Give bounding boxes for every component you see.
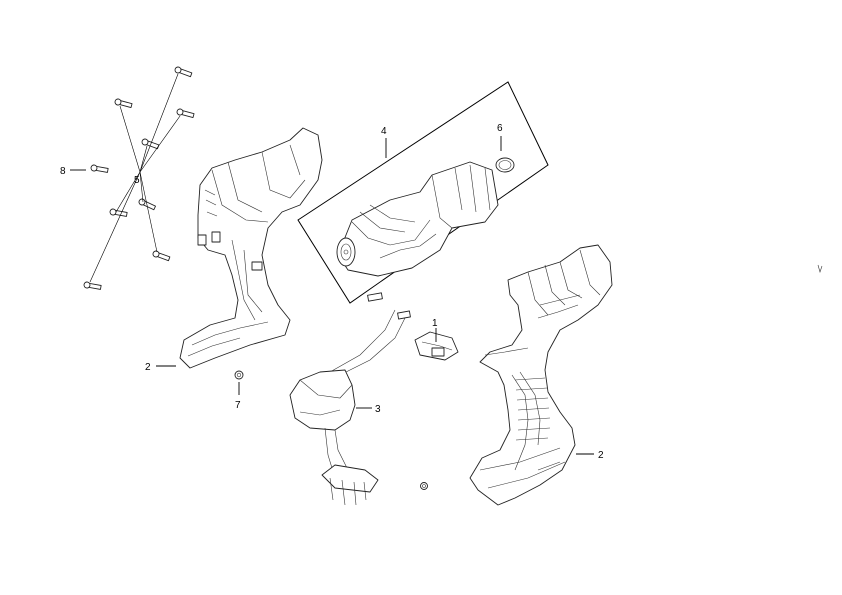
callout-1: 1 <box>432 318 438 329</box>
callout-5-leaders <box>89 73 181 283</box>
callout-5: 5 <box>134 175 140 186</box>
o-ring <box>495 157 515 173</box>
right-housing-half <box>469 244 613 506</box>
callout-7: 7 <box>235 400 241 411</box>
callout-2-right: 2 <box>598 450 604 461</box>
small-nut <box>420 482 428 490</box>
screw <box>109 208 128 217</box>
screw <box>90 164 109 173</box>
callout-8: 8 <box>60 166 66 177</box>
left-housing-half <box>179 127 323 369</box>
screw <box>176 108 195 119</box>
stray-mark <box>817 264 823 274</box>
callout-2-left: 2 <box>145 362 151 373</box>
nut <box>234 370 244 380</box>
screw-group <box>83 66 195 290</box>
motor-assembly-box <box>297 81 549 304</box>
screw <box>114 98 133 109</box>
switch-assembly <box>289 292 411 506</box>
callout-6: 6 <box>497 123 503 134</box>
screw <box>83 281 102 290</box>
screw <box>141 138 160 150</box>
callout-labels: 8 5 4 6 1 2 7 3 2 <box>60 123 604 461</box>
motor-assembly <box>336 161 499 277</box>
screw <box>138 198 156 211</box>
direction-button <box>414 331 459 361</box>
callout-4: 4 <box>381 126 387 137</box>
screw <box>174 66 193 78</box>
callout-leaders <box>70 136 594 455</box>
callout-3: 3 <box>375 404 381 415</box>
screw <box>152 250 171 262</box>
